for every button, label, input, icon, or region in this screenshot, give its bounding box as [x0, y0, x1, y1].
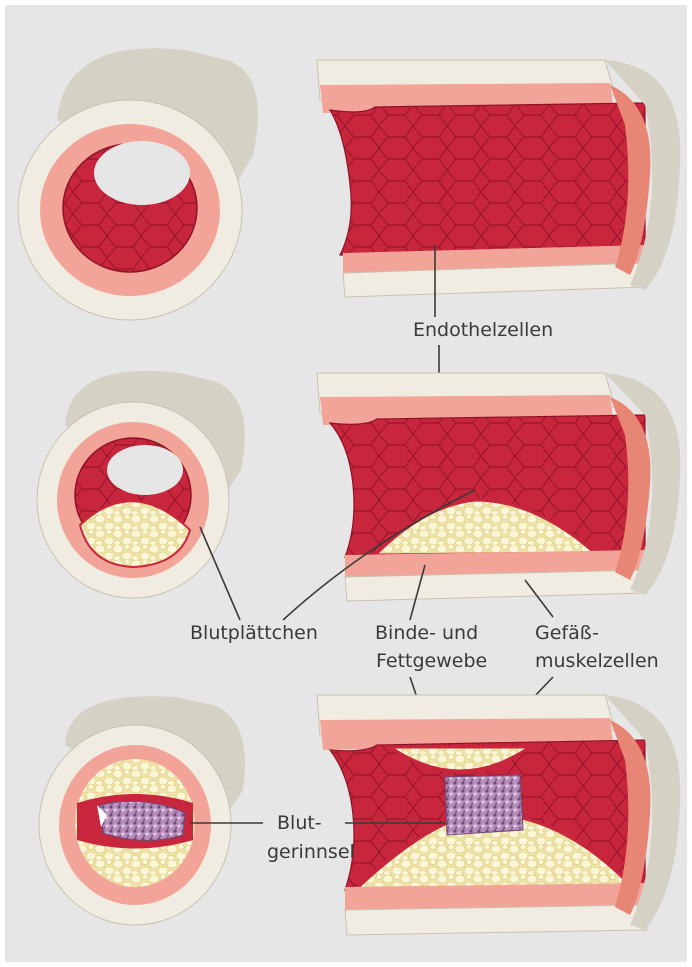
label-vascular-muscle-2: muskelzellen	[535, 650, 659, 672]
stage-clot-longitudinal	[317, 695, 680, 935]
label-blood-clot-2: gerinnsel	[267, 841, 355, 863]
label-connective-fat-1: Binde- und	[375, 622, 478, 644]
label-endothelial-cells: Endothelzellen	[413, 319, 553, 341]
label-vascular-muscle-1: Gefäß-	[535, 622, 599, 644]
stage-plaque-longitudinal	[317, 373, 680, 601]
label-connective-fat-2: Fettgewebe	[376, 650, 487, 672]
atherosclerosis-diagram: Endothelzellen Blutplättchen Binde- und …	[5, 5, 687, 962]
stage-healthy-longitudinal	[317, 60, 680, 297]
label-platelets: Blutplättchen	[190, 622, 318, 644]
label-blood-clot-1: Blut-	[277, 812, 322, 834]
